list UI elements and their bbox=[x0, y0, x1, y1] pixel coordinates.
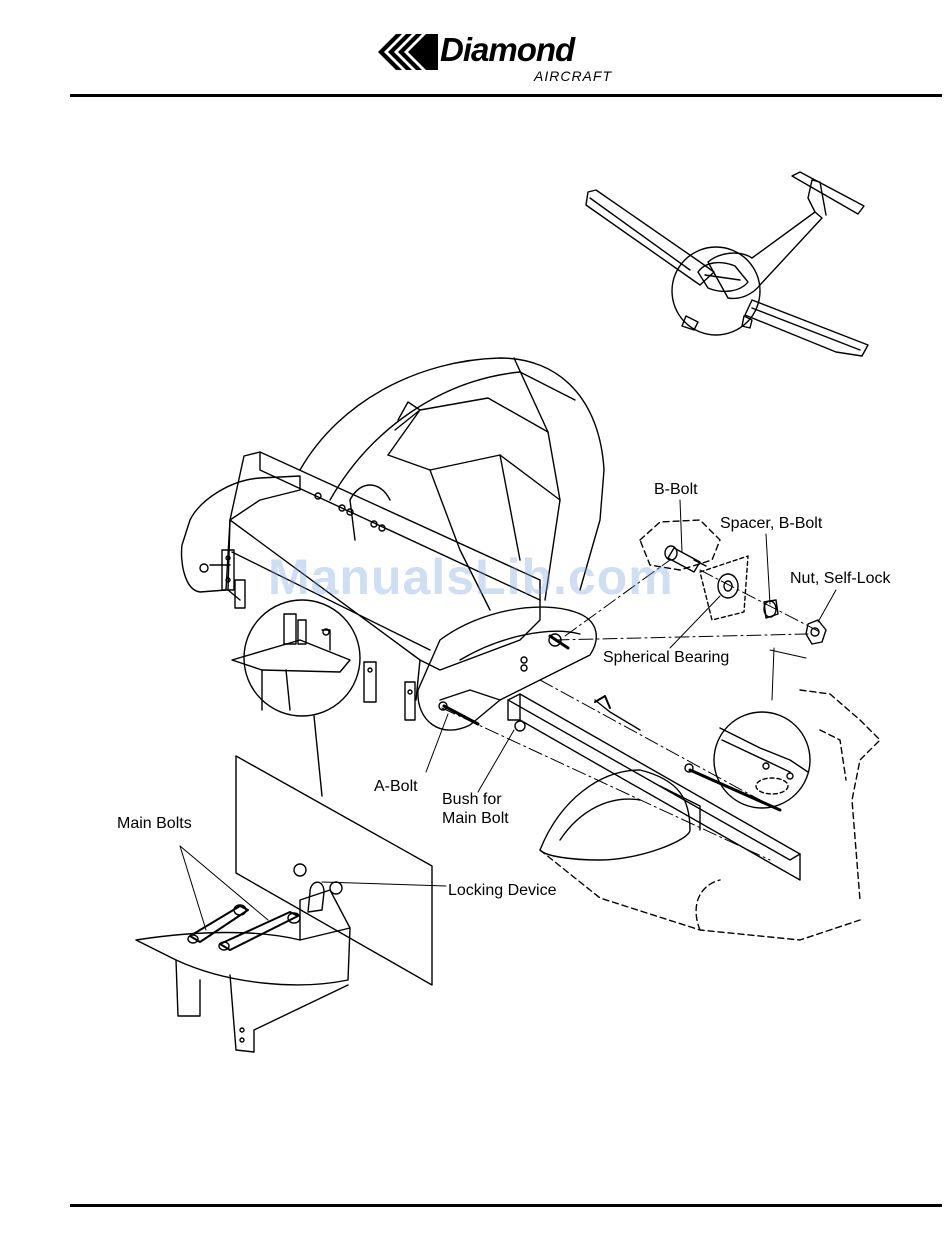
label-bush-main-bolt-line2: Main Bolt bbox=[442, 810, 509, 828]
watermark: ManualsLib.com bbox=[268, 548, 674, 606]
footer-rule bbox=[70, 1204, 942, 1207]
spherical-bearing-icon bbox=[718, 574, 738, 598]
label-main-bolts: Main Bolts bbox=[117, 815, 192, 833]
label-spherical-bearing: Spherical Bearing bbox=[603, 649, 729, 667]
label-b-bolt: B-Bolt bbox=[654, 481, 698, 499]
horizontal-tail bbox=[792, 172, 864, 214]
lower-detail-panel bbox=[136, 756, 432, 1052]
label-nut-self-lock: Nut, Self-Lock bbox=[790, 570, 890, 588]
label-locking-device: Locking Device bbox=[448, 882, 557, 900]
left-wing bbox=[586, 190, 714, 285]
label-spacer-b-bolt: Spacer, B-Bolt bbox=[720, 515, 822, 533]
right-detail-circle bbox=[714, 712, 810, 808]
label-a-bolt: A-Bolt bbox=[374, 778, 418, 796]
left-detail-circle bbox=[232, 600, 360, 716]
right-wing bbox=[745, 300, 868, 356]
lower-bracket bbox=[136, 928, 350, 985]
wing-root-rib bbox=[540, 770, 690, 860]
aircraft-overview bbox=[586, 172, 868, 356]
fuselage bbox=[708, 212, 822, 298]
label-bush-main-bolt-line1: Bush for bbox=[442, 791, 502, 809]
self-lock-nut-icon bbox=[806, 620, 826, 644]
detail-leader bbox=[314, 716, 322, 796]
